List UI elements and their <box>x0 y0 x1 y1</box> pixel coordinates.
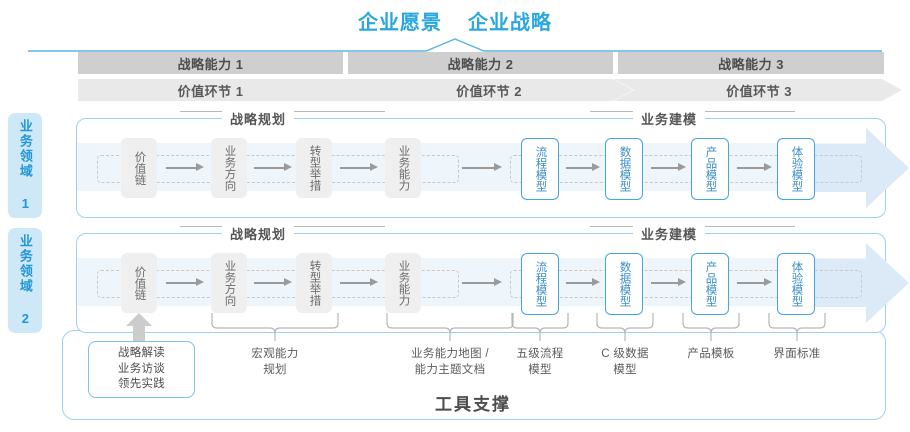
flow-arrow-1-7 <box>737 163 772 172</box>
bracket-connector-macro <box>211 313 339 341</box>
flow-arrow-2-6 <box>651 278 686 287</box>
domain-2-planning-track <box>97 270 459 298</box>
bracket-connector-interface <box>768 313 826 341</box>
node-business-direction-2[interactable]: 业务方向 <box>211 253 247 313</box>
tool-label-c-level-data: C 级数据模型 <box>601 348 649 376</box>
sidebar-label-domain-1: 业务领域 1 <box>17 118 33 213</box>
node-transformation-1[interactable]: 转型举措 <box>296 138 332 198</box>
flow-arrow-2-4 <box>462 278 502 287</box>
bracket-connector-product <box>682 313 740 341</box>
bracket-connector-capability-map <box>386 313 514 341</box>
value-chain-label-2: 价值环节 2 <box>456 83 522 99</box>
value-chain-shape-1 <box>78 79 366 101</box>
flow-arrow-1-1 <box>166 163 204 172</box>
bracket-connector-data <box>596 313 654 341</box>
domain-1-flow-arrow-icon <box>810 128 909 208</box>
node-experience-model-1[interactable]: 体验模型 <box>777 138 815 200</box>
flow-arrow-1-4 <box>462 163 502 172</box>
tool-label-product-template: 产品模板 <box>687 348 735 360</box>
capability-label-1: 战略能力 1 <box>177 56 244 72</box>
capability-bar-1[interactable]: 战略能力 1 <box>78 52 343 74</box>
flow-arrow-1-3 <box>340 163 378 172</box>
flow-arrow-2-5 <box>566 278 600 287</box>
domain-1-planning-track <box>97 155 459 183</box>
tool-link-up-arrow-icon <box>126 313 152 341</box>
node-product-model-1[interactable]: 产品模型 <box>691 138 729 200</box>
capability-bar-3[interactable]: 战略能力 3 <box>618 52 884 74</box>
tool-label-macro-capability: 宏观能力规划 <box>251 348 299 376</box>
capability-label-2: 战略能力 2 <box>447 56 514 72</box>
capability-bar-2[interactable]: 战略能力 2 <box>348 52 613 74</box>
section-title-planning-1: 战略规划 <box>222 110 295 127</box>
value-chain-shape-2 <box>344 79 633 101</box>
flow-arrow-2-1 <box>166 278 204 287</box>
tool-label-capability-map: 业务能力地图 /能力主题文档 <box>411 348 489 376</box>
flow-arrow-1-6 <box>651 163 686 172</box>
node-value-chain-1[interactable]: 价值链 <box>121 138 157 198</box>
title-vision: 企业愿景 <box>358 12 442 34</box>
section-title-planning-2: 战略规划 <box>222 225 295 242</box>
node-process-model-1[interactable]: 流程模型 <box>521 138 559 200</box>
value-chain-label-3: 价值环节 3 <box>726 83 792 99</box>
node-transformation-2[interactable]: 转型举措 <box>296 253 332 313</box>
section-title-modeling-1: 业务建模 <box>633 110 706 127</box>
tool-label-five-level-process: 五级流程模型 <box>516 348 564 376</box>
value-chain-bar-2[interactable]: 价值环节 2 <box>344 79 636 101</box>
node-data-model-2[interactable]: 数据模型 <box>605 253 643 315</box>
value-chain-label-1: 价值环节 1 <box>177 83 244 99</box>
tool-label-interface-standard: 界面标准 <box>773 348 821 360</box>
domain-2-modeling-track <box>510 270 862 298</box>
flow-arrow-2-3 <box>340 278 378 287</box>
node-business-capability-2[interactable]: 业务能力 <box>385 253 421 313</box>
flow-arrow-2-2 <box>254 278 292 287</box>
node-business-direction-1[interactable]: 业务方向 <box>211 138 247 198</box>
node-product-model-2[interactable]: 产品模型 <box>691 253 729 315</box>
tool-label-strategy-interpretation[interactable]: 战略解读业务访谈领先实践 <box>88 341 195 398</box>
tool-support-title: 工具支撑 <box>435 395 511 414</box>
node-value-chain-2[interactable]: 价值链 <box>121 253 157 313</box>
diagram-title: 企业愿景 企业战略 <box>0 6 910 35</box>
title-connector-line <box>28 38 882 52</box>
title-strategy: 企业战略 <box>468 12 552 34</box>
node-data-model-1[interactable]: 数据模型 <box>605 138 643 200</box>
capability-label-3: 战略能力 3 <box>718 56 784 72</box>
node-business-capability-1[interactable]: 业务能力 <box>385 138 421 198</box>
flow-arrow-1-2 <box>254 163 292 172</box>
domain-2-flow-arrow-icon <box>810 243 909 323</box>
section-title-modeling-2: 业务建模 <box>633 225 706 242</box>
flow-arrow-1-5 <box>566 163 600 172</box>
node-process-model-2[interactable]: 流程模型 <box>521 253 559 315</box>
value-chain-bar-3[interactable]: 价值环节 3 <box>614 79 904 101</box>
value-chain-bar-1[interactable]: 价值环节 1 <box>78 79 366 101</box>
flow-arrow-2-7 <box>737 278 772 287</box>
bracket-connector-process <box>511 313 569 341</box>
value-chain-shape-3 <box>614 79 902 101</box>
sidebar-item-domain-2[interactable]: 业务领域 2 <box>8 228 42 333</box>
sidebar-item-domain-1[interactable]: 业务领域 1 <box>8 113 42 218</box>
domain-1-modeling-track <box>510 155 862 183</box>
node-experience-model-2[interactable]: 体验模型 <box>777 253 815 315</box>
sidebar-label-domain-2: 业务领域 2 <box>17 233 33 328</box>
